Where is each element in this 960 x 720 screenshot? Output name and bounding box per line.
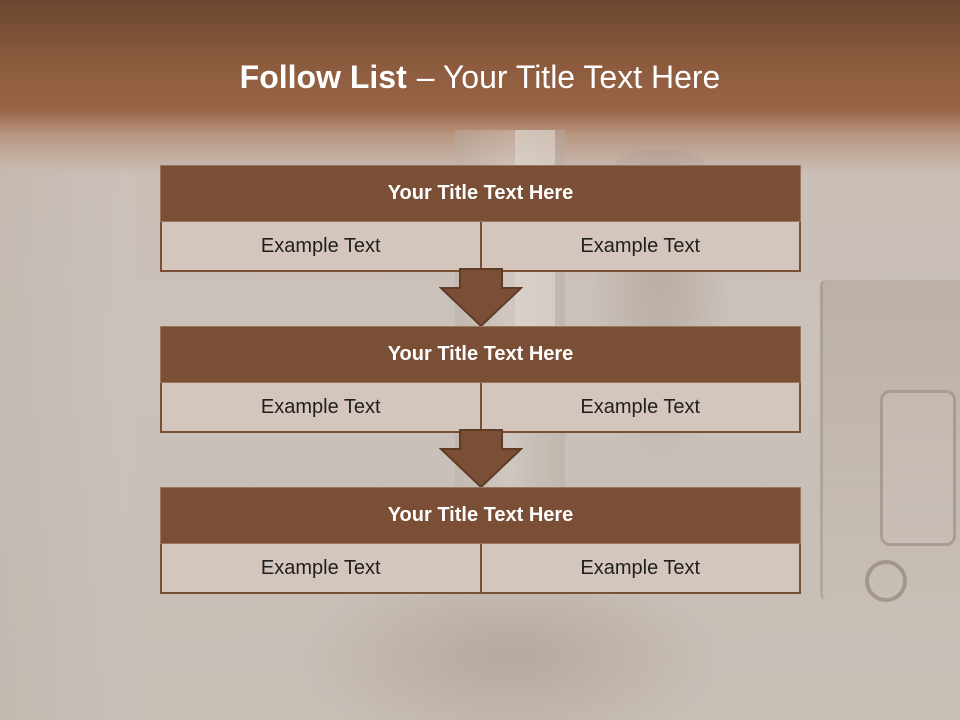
background-photo-cart	[820, 280, 960, 600]
slide-title-bold: Follow List	[239, 59, 407, 95]
block-cell-right: Example Text	[479, 383, 799, 431]
slide-title: Follow List– Your Title Text Here	[0, 52, 960, 102]
list-block-1: Your Title Text Here Example Text Exampl…	[160, 165, 801, 272]
down-arrow-icon	[439, 268, 523, 328]
block-row: Example Text Example Text	[160, 383, 801, 433]
block-cell-right: Example Text	[479, 222, 799, 270]
block-title: Your Title Text Here	[160, 165, 801, 222]
list-block-3: Your Title Text Here Example Text Exampl…	[160, 487, 801, 594]
background-photo-wheel	[865, 560, 907, 602]
down-arrow-icon	[439, 429, 523, 489]
block-cell-right: Example Text	[479, 544, 799, 592]
background-photo-wall	[0, 170, 130, 720]
block-row: Example Text Example Text	[160, 544, 801, 594]
block-cell-left: Example Text	[162, 383, 480, 431]
block-row: Example Text Example Text	[160, 222, 801, 272]
block-title: Your Title Text Here	[160, 326, 801, 383]
block-cell-left: Example Text	[162, 222, 480, 270]
background-photo-cart-box	[880, 390, 956, 546]
slide-title-rest: – Your Title Text Here	[416, 59, 721, 95]
list-block-2: Your Title Text Here Example Text Exampl…	[160, 326, 801, 433]
block-title: Your Title Text Here	[160, 487, 801, 544]
block-cell-left: Example Text	[162, 544, 480, 592]
